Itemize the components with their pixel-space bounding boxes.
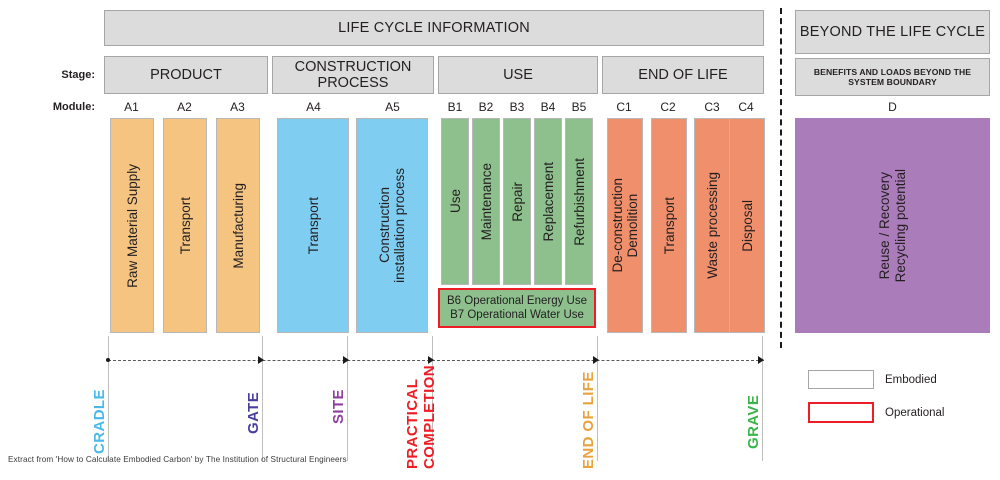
module-bar-c3-label: Waste processing [704,172,720,279]
module-bar-a5-label: Construction installation process [377,168,407,283]
timeline-origin-dot [106,358,110,362]
timeline-arrow-practical-completion [428,356,434,364]
timeline-label-site: SITE [330,389,347,424]
header-beyond-the-life-cycle: BEYOND THE LIFE CYCLE [795,10,990,54]
legend-swatch-embodied [808,370,874,389]
module-bar-c1-label: De-construction Demolition [610,178,640,273]
system-boundary-divider [780,8,782,348]
module-bar-a3[interactable]: Manufacturing [216,118,260,333]
module-bar-c1[interactable]: De-construction Demolition [607,118,643,333]
module-code-b3: B3 [509,100,525,114]
module-bar-c4-label: Disposal [739,199,755,252]
module-bar-a3-label: Manufacturing [230,182,246,269]
timeline-label-practical-completion: PRACTICAL COMPLETION [404,365,438,469]
module-bar-b3[interactable]: Repair [503,118,531,285]
legend-label-operational: Operational [885,406,945,419]
module-row-label: Module: [52,101,95,113]
operational-energy-water-box[interactable]: B6 Operational Energy Use B7 Operational… [438,288,596,328]
stage-box-product: PRODUCT [104,56,268,94]
module-code-a2: A2 [177,100,192,114]
module-bar-a1-label: Raw Material Supply [124,163,140,288]
timeline-label-gate: GATE [245,391,262,434]
module-code-c2: C2 [660,100,676,114]
module-bar-b2-label: Maintenance [478,162,494,241]
source-attribution: Extract from 'How to Calculate Embodied … [8,455,347,464]
module-bar-b4-label: Replacement [540,161,556,242]
timeline-arrow-gate [258,356,264,364]
legend-label-embodied: Embodied [885,373,937,386]
stage-box-use: USE [438,56,598,94]
module-code-c4: C4 [738,100,754,114]
module-bar-b3-label: Repair [509,181,525,222]
module-code-d: D [888,100,897,114]
module-code-b2: B2 [478,100,494,114]
operational-box-line1: B6 Operational Energy Use [447,294,587,307]
module-bar-c2-label: Transport [661,196,677,255]
module-bar-b2[interactable]: Maintenance [472,118,500,285]
stage-box-end-of-life: END OF LIFE [602,56,764,94]
module-bar-d[interactable]: Reuse / Recovery Recycling potential [795,118,990,333]
module-bar-c3[interactable]: Waste processing [694,118,730,333]
header-life-cycle-information: LIFE CYCLE INFORMATION [104,10,764,46]
timeline-axis [108,360,764,361]
module-bar-a4[interactable]: Transport [277,118,349,333]
module-bar-b1[interactable]: Use [441,118,469,285]
timeline-tick-line-practical-completion [432,336,433,461]
module-code-c1: C1 [616,100,632,114]
stage-box-construction-process: CONSTRUCTION PROCESS [272,56,434,94]
module-code-b4: B4 [540,100,556,114]
module-bar-a2[interactable]: Transport [163,118,207,333]
module-code-a1: A1 [124,100,139,114]
stage-row-label: Stage: [61,69,95,81]
timeline-label-grave: GRAVE [745,394,762,449]
legend-swatch-operational [808,402,874,423]
module-bar-a1[interactable]: Raw Material Supply [110,118,154,333]
module-bar-a5[interactable]: Construction installation process [356,118,428,333]
timeline-tick-line-site [347,336,348,461]
module-code-a4: A4 [306,100,321,114]
module-bar-b1-label: Use [447,189,463,214]
timeline-tick-line-gate [262,336,263,461]
module-code-c3: C3 [704,100,720,114]
module-bar-b5-label: Refurbishment [571,157,587,246]
module-bar-a2-label: Transport [177,196,193,255]
module-code-b5: B5 [571,100,587,114]
module-bar-c4[interactable]: Disposal [729,118,765,333]
module-code-a3: A3 [230,100,245,114]
module-code-a5: A5 [385,100,400,114]
timeline-tick-line-end-of-life [597,336,598,461]
timeline-label-cradle: CRADLE [91,389,108,454]
module-bar-b5[interactable]: Refurbishment [565,118,593,285]
timeline-arrow-site [343,356,349,364]
stage-box-beyond-system-boundary: BENEFITS AND LOADS BEYOND THE SYSTEM BOU… [795,58,990,96]
timeline-label-end-of-life: END OF LIFE [580,371,597,469]
module-code-b1: B1 [447,100,463,114]
timeline-arrow-grave [758,356,764,364]
module-bar-b4[interactable]: Replacement [534,118,562,285]
timeline-arrow-end-of-life [593,356,599,364]
module-bar-a4-label: Transport [305,196,321,255]
operational-box-line2: B7 Operational Water Use [450,309,584,321]
module-bar-d-label: Reuse / Recovery Recycling potential [876,168,908,283]
timeline-tick-line-grave [762,336,763,461]
module-bar-c2[interactable]: Transport [651,118,687,333]
timeline-tick-line-cradle [108,336,109,461]
